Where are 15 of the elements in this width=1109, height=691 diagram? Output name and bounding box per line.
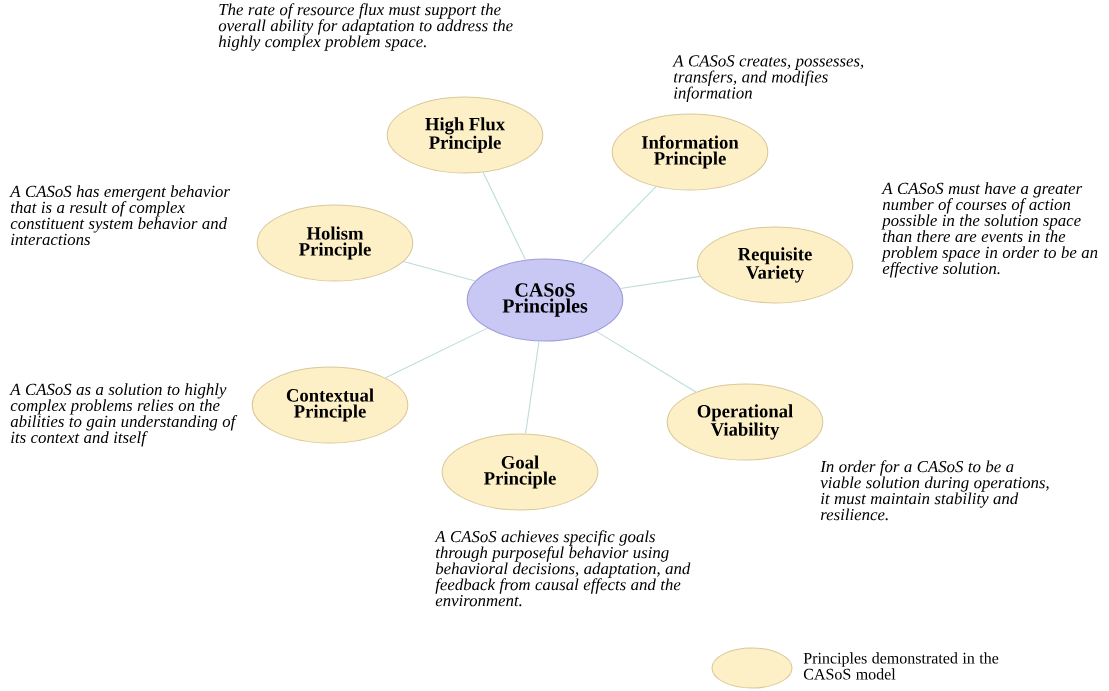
description-text: A CASoS achieves specific goals through purposeful behavior using behavioral decisions, adaptation, and feedback from causal effects and the environment. — [434, 530, 691, 607]
description-text: The rate of resource flux must support the overall ability for adaptation to address the highly complex problem space. — [218, 3, 513, 51]
description-text: A CASoS creates, possesses, transfers, and modifies information — [672, 55, 864, 102]
connector-line — [580, 186, 657, 264]
description-text: A CASoS as a solution to highly complex problems relies on the abilities to gain understanding of its context and itself — [9, 383, 238, 447]
legend-text: Principles demonstrated in the CASoS model — [803, 652, 999, 680]
connector-line — [385, 327, 488, 379]
connector-line — [525, 340, 540, 435]
connector-line — [619, 275, 701, 290]
connector-line — [482, 171, 527, 261]
description-text: A CASoS has emergent behavior that is a result of complex constituent system behavior and interactions — [9, 185, 230, 246]
connector-line — [595, 330, 697, 393]
description-text: In order for a CASoS to be a viable solution during operations, it must maintain stability and resilience. — [820, 460, 1049, 521]
connector-line — [403, 261, 476, 282]
description-text: A CASoS must have a greater number of courses of action possible in the solution space than there are events in the problem space in order to be an effective solution. — [881, 182, 1098, 278]
